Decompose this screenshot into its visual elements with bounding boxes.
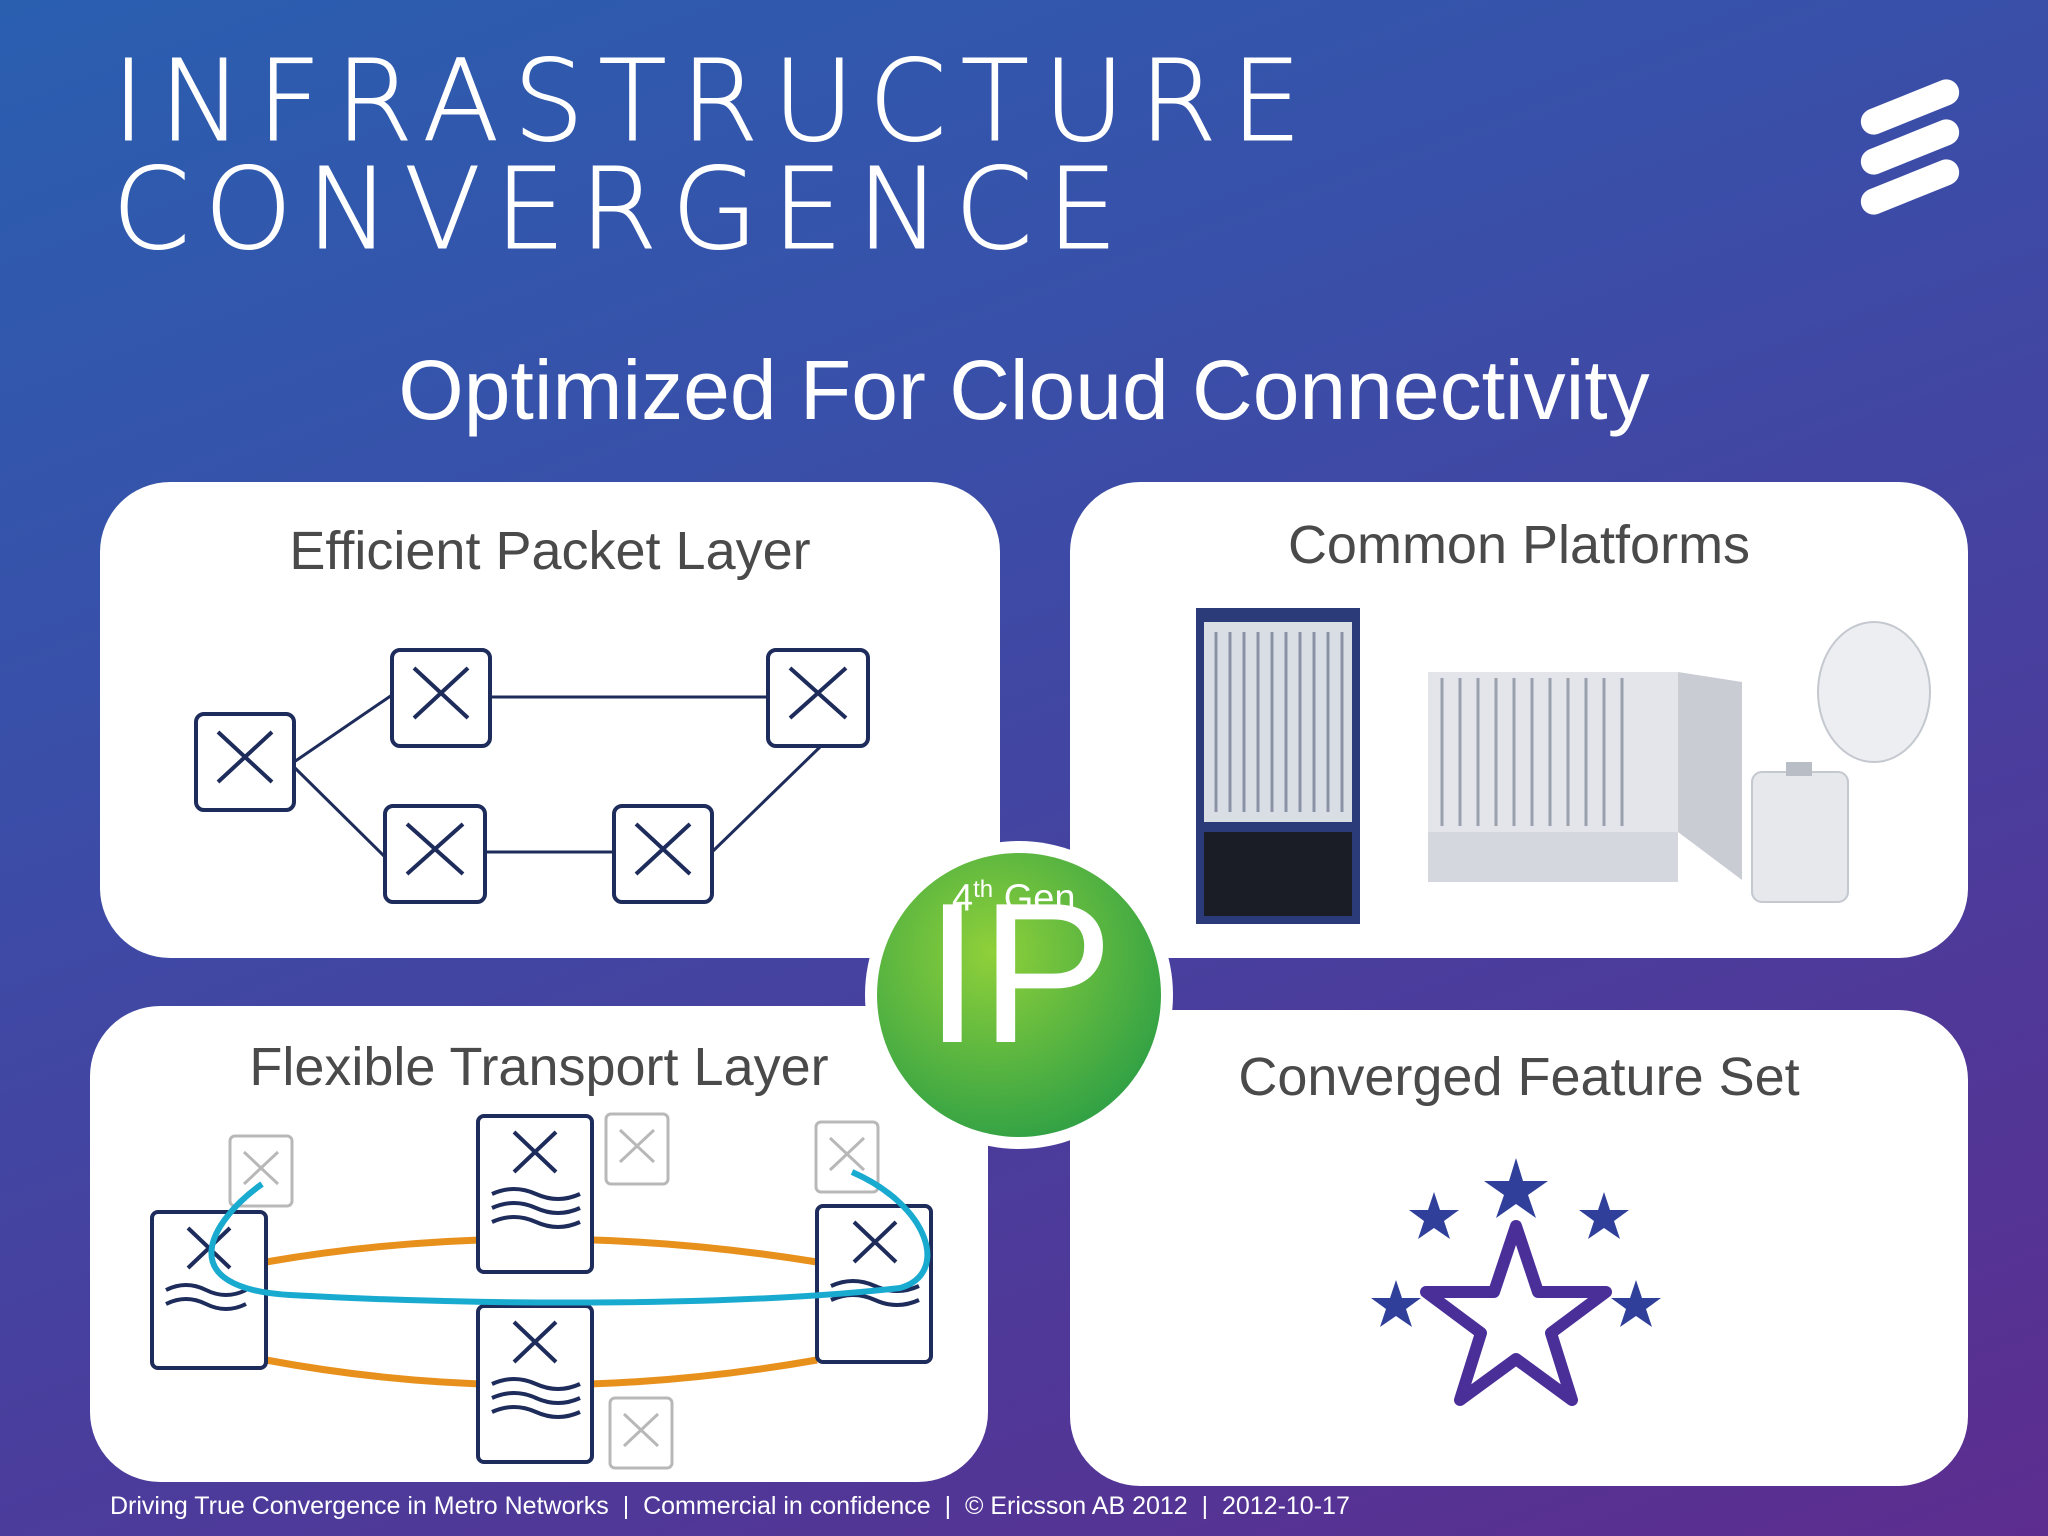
title-line-2: CONVERGENCE <box>112 145 1132 275</box>
wavelength-path <box>208 1169 931 1306</box>
panel-title: Common Platforms <box>1287 515 1751 575</box>
star-icon <box>1371 1280 1421 1327</box>
ip-badge-circle <box>865 841 1173 1149</box>
star-icon <box>1611 1280 1661 1327</box>
star-icon <box>1579 1192 1629 1239</box>
panel-transport-layer: Flexible Transport Layer <box>90 1006 988 1482</box>
panel-feature-set: Converged Feature Set <box>1070 1010 1968 1486</box>
microwave-radio-image <box>1751 621 1931 903</box>
gen-suffix: th <box>973 876 994 903</box>
star-icon <box>1484 1158 1548 1218</box>
panel-title: Converged Feature Set <box>1238 1047 1800 1107</box>
shelf-chassis-image <box>1428 672 1742 882</box>
packet-network-diagram <box>194 648 870 904</box>
feature-stars-graphic <box>1371 1158 1661 1406</box>
gen-number: 4 <box>952 877 974 920</box>
router-icons <box>194 648 870 904</box>
rack-chassis-image <box>1196 608 1360 924</box>
big-star-icon <box>1420 1220 1612 1406</box>
star-icon <box>1409 1192 1459 1239</box>
platform-hardware-images <box>1196 608 1931 924</box>
gen-word: Gen <box>1003 877 1076 920</box>
panel-title: Flexible Transport Layer <box>249 1037 829 1097</box>
slide-subtitle: Optimized For Cloud Connectivity <box>398 343 1650 437</box>
title-line-1: INFRASTRUCTURE <box>112 37 1316 167</box>
ericsson-logo-icon <box>1860 79 1960 215</box>
transport-ring-diagram <box>150 1112 933 1470</box>
ip-main-label: IP <box>924 862 1114 1085</box>
ip-generation-label: 4th Gen <box>952 876 1076 921</box>
slide-title: INFRASTRUCTURE CONVERGENCE <box>112 37 1316 275</box>
slide-footer: Driving True Convergence in Metro Networ… <box>110 1492 1350 1520</box>
panel-title: Efficient Packet Layer <box>289 521 811 581</box>
panel-common-platforms: Common Platforms <box>1070 482 1968 958</box>
panel-packet-layer: Efficient Packet Layer <box>100 482 1000 958</box>
